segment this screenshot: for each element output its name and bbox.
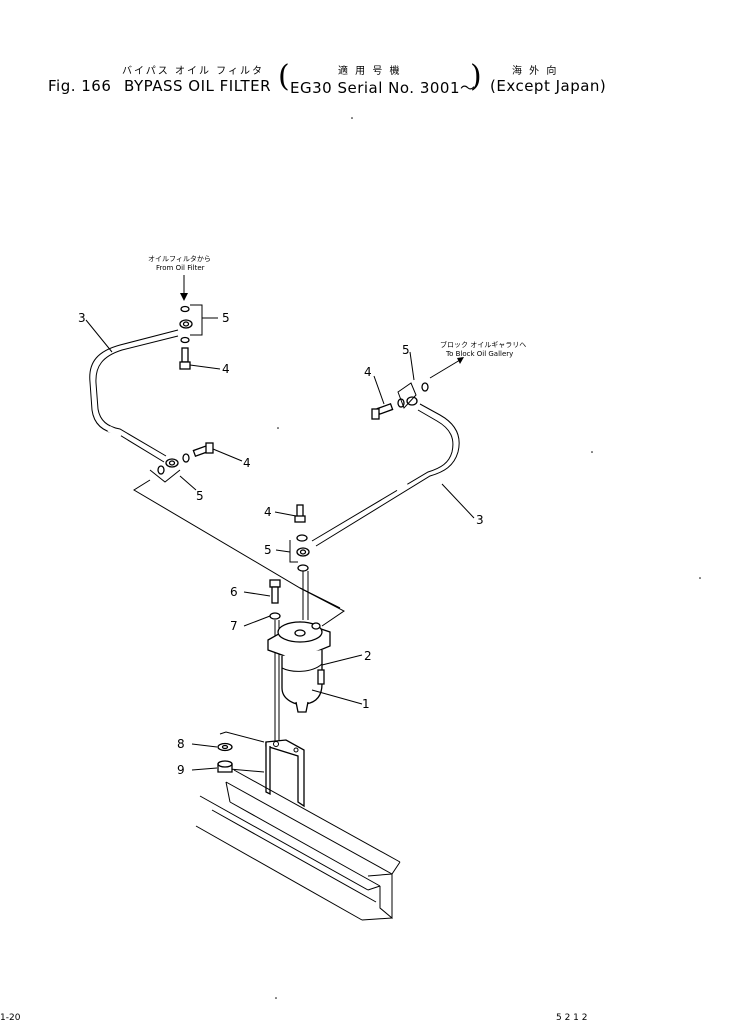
label-5-mid-left: 5	[196, 489, 204, 503]
bolt-top-left	[179, 347, 221, 370]
label-5-top-left: 5	[222, 311, 230, 325]
label-7: 7	[230, 619, 238, 633]
label-4-filter: 4	[264, 505, 272, 519]
washer-8	[217, 742, 233, 752]
label-3-left: 3	[78, 311, 86, 325]
label-6: 6	[230, 585, 238, 599]
footer-left: 1-20	[0, 1013, 21, 1023]
label-8: 8	[177, 737, 185, 751]
mount-bolt	[269, 579, 281, 745]
fitting-filter	[289, 504, 310, 620]
fitting-top-left	[179, 304, 218, 344]
label-9: 9	[177, 763, 185, 777]
from-filter-en: From Oil Filter	[156, 264, 205, 272]
serial-range: EG30 Serial No. 3001～	[290, 79, 476, 97]
footer-right: 5 2 1 2	[556, 1013, 588, 1023]
bolt-mid-left	[192, 442, 243, 462]
bolt-right	[371, 375, 394, 420]
en-title: BYPASS OIL FILTER	[124, 77, 272, 95]
label-4-mid-left: 4	[243, 456, 251, 470]
label-5-filter: 5	[264, 543, 272, 557]
label-4-top-left: 4	[222, 362, 230, 376]
label-2: 2	[364, 649, 372, 663]
right-paren: )	[470, 59, 482, 94]
jp-market: 海 外 向	[512, 66, 559, 77]
mount-bracket	[265, 739, 305, 808]
hose-left	[89, 328, 179, 463]
from-filter-jp: オイルフィルタから	[148, 254, 211, 263]
filter-assembly	[267, 621, 331, 713]
left-paren: (	[278, 59, 290, 94]
jp-applicability: 適 用 号 機	[338, 66, 402, 77]
arrow-from-filter	[180, 275, 188, 301]
fitting-right	[397, 382, 429, 409]
hose-right	[311, 403, 460, 547]
nut-9	[217, 760, 233, 773]
label-4-right: 4	[364, 365, 372, 379]
arrow-to-gallery	[429, 357, 464, 379]
label-1: 1	[362, 697, 370, 711]
fig-label: Fig. 166	[48, 77, 112, 95]
to-gallery-en: To Block Oil Gallery	[445, 350, 513, 358]
label-3-right: 3	[476, 513, 484, 527]
jp-title: バイパス オイル フィルタ	[122, 66, 264, 77]
fitting-mid-left	[149, 453, 197, 491]
label-5-right: 5	[402, 343, 410, 357]
frame-rail	[195, 769, 401, 921]
market: (Except Japan)	[490, 77, 607, 95]
to-gallery-jp: ブロック オイルギャラリヘ	[440, 340, 526, 349]
